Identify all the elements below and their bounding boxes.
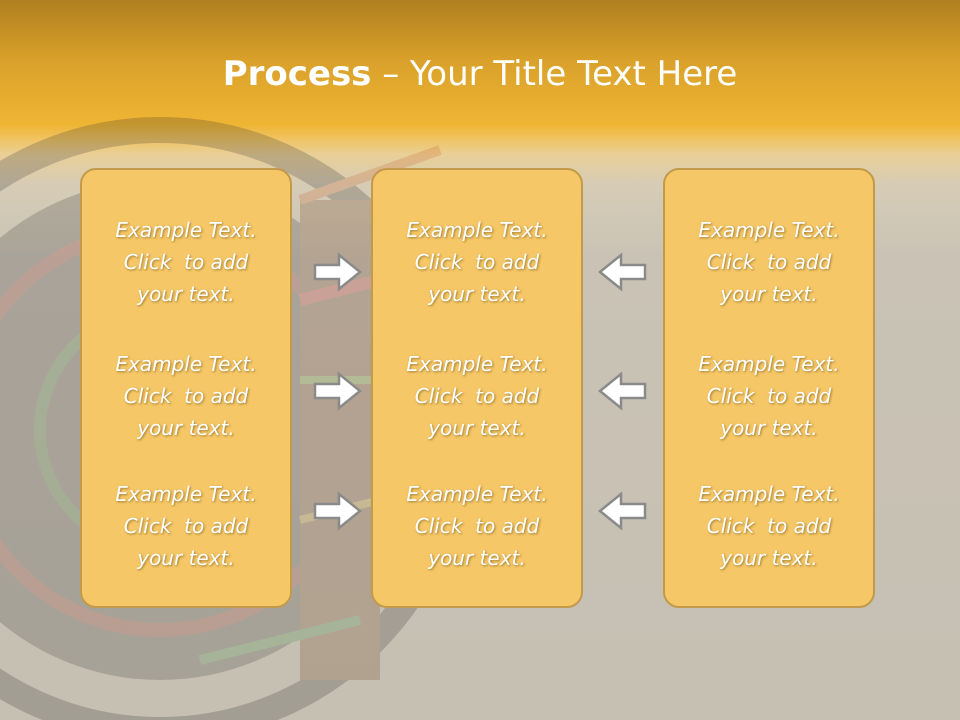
text-line: Click to add <box>414 384 540 408</box>
text-line: Example Text. <box>115 218 257 242</box>
text-line: your text. <box>428 546 526 570</box>
text-line: Click to add <box>414 514 540 538</box>
text-line: your text. <box>720 282 818 306</box>
text-block[interactable]: Example Text. Click to add your text. <box>373 348 581 444</box>
text-line: Example Text. <box>698 482 840 506</box>
text-line: your text. <box>428 282 526 306</box>
right-arrow-icon[interactable] <box>313 371 363 411</box>
text-line: Click to add <box>123 384 249 408</box>
left-arrow-icon[interactable] <box>597 252 647 292</box>
text-line: Example Text. <box>115 482 257 506</box>
text-block[interactable]: Example Text. Click to add your text. <box>665 478 873 574</box>
text-line: your text. <box>428 416 526 440</box>
right-arrow-icon[interactable] <box>313 491 363 531</box>
text-block[interactable]: Example Text. Click to add your text. <box>82 478 290 574</box>
text-line: Click to add <box>706 250 832 274</box>
text-block[interactable]: Example Text. Click to add your text. <box>665 348 873 444</box>
text-line: Click to add <box>123 250 249 274</box>
process-box-right[interactable]: Example Text. Click to add your text. Ex… <box>663 168 875 608</box>
left-arrow-icon[interactable] <box>597 371 647 411</box>
text-line: your text. <box>720 416 818 440</box>
left-arrow-icon[interactable] <box>597 491 647 531</box>
text-block[interactable]: Example Text. Click to add your text. <box>373 214 581 310</box>
text-block[interactable]: Example Text. Click to add your text. <box>82 214 290 310</box>
text-line: Click to add <box>414 250 540 274</box>
process-box-left[interactable]: Example Text. Click to add your text. Ex… <box>80 168 292 608</box>
text-line: Example Text. <box>406 352 548 376</box>
title-bold: Process <box>222 54 372 94</box>
text-line: Click to add <box>706 384 832 408</box>
text-line: Example Text. <box>698 352 840 376</box>
text-line: your text. <box>137 546 235 570</box>
slide-title[interactable]: Process – Your Title Text Here <box>0 52 960 96</box>
right-arrow-icon[interactable] <box>313 252 363 292</box>
text-line: Click to add <box>706 514 832 538</box>
text-block[interactable]: Example Text. Click to add your text. <box>82 348 290 444</box>
text-block[interactable]: Example Text. Click to add your text. <box>665 214 873 310</box>
text-line: Example Text. <box>115 352 257 376</box>
text-line: Example Text. <box>406 218 548 242</box>
text-line: Click to add <box>123 514 249 538</box>
title-rest: – Your Title Text Here <box>371 54 738 94</box>
text-line: Example Text. <box>406 482 548 506</box>
text-line: your text. <box>137 416 235 440</box>
text-line: your text. <box>137 282 235 306</box>
text-block[interactable]: Example Text. Click to add your text. <box>373 478 581 574</box>
text-line: your text. <box>720 546 818 570</box>
text-line: Example Text. <box>698 218 840 242</box>
process-box-center[interactable]: Example Text. Click to add your text. Ex… <box>371 168 583 608</box>
